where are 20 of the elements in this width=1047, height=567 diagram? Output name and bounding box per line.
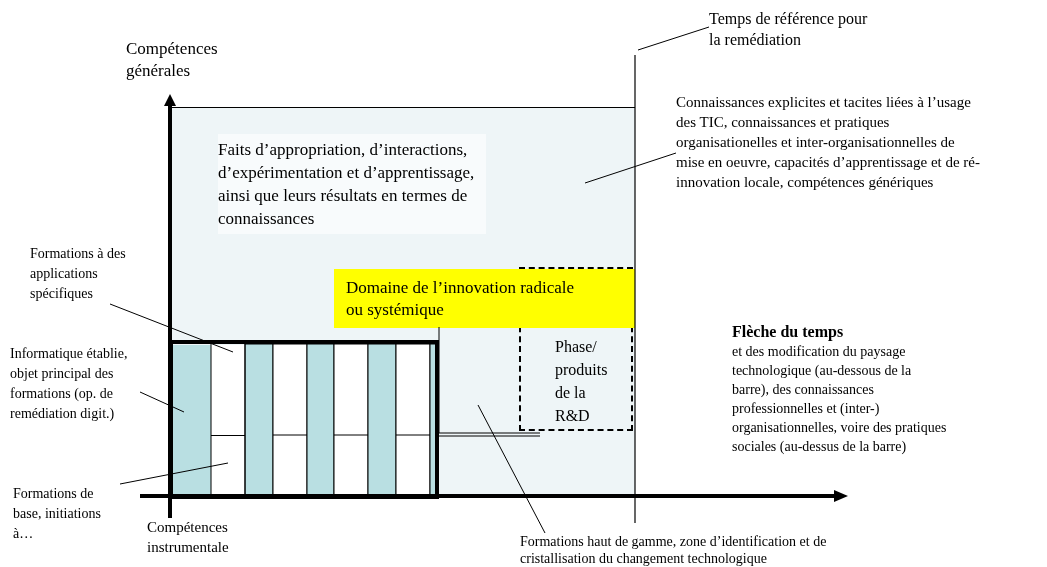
callout-text: Informatique établie, objet principal des formations (op. de remédiation digit.) [10, 344, 140, 444]
callout-text: Temps de référence pour la remédiation [709, 8, 909, 52]
leader-line [584, 152, 677, 184]
axis-label: Compétences instrumentale [147, 518, 230, 557]
callout-text: Formations haut de gamme, zone d’identification et de cristallisation du changement technologique [520, 533, 880, 567]
leader-line [119, 462, 229, 485]
axis-label: Compétences générales [126, 38, 219, 82]
callout-text: Formations à des applications spécifiques [30, 244, 135, 304]
leader-line [637, 26, 710, 51]
area-text: Faits d’appropriation, d’interactions, d’expérimentation et d’apprentissage, ainsi que leurs résultats en termes de connaissances [218, 134, 486, 234]
leader-line [139, 391, 185, 413]
table-cell [211, 345, 245, 436]
legend-heading: Flèche du temps [732, 322, 845, 342]
callout-text: Connaissances explicites et tacites liées à l’usage des TIC, connaissances et pratiques organisationelles et inter-organisationnelles de mise en oeuvre, capacités d’apprentissage et de ré-innovation locale, compétences génériques [676, 92, 986, 214]
note-text: et des modification du paysage technologique (au-dessous de la barre), des connaissances professionnelles et (inter-) organisationnelles, voire des pratiques sociales (au-dessus de la barre) [732, 343, 948, 456]
leader-line [109, 303, 234, 353]
leader-line [477, 404, 546, 534]
highlight-box: Domaine de l’innovation radicale ou systémique [334, 269, 635, 328]
callout-text: Formations de base, initiations à… [13, 484, 120, 544]
table-cell [211, 436, 245, 496]
